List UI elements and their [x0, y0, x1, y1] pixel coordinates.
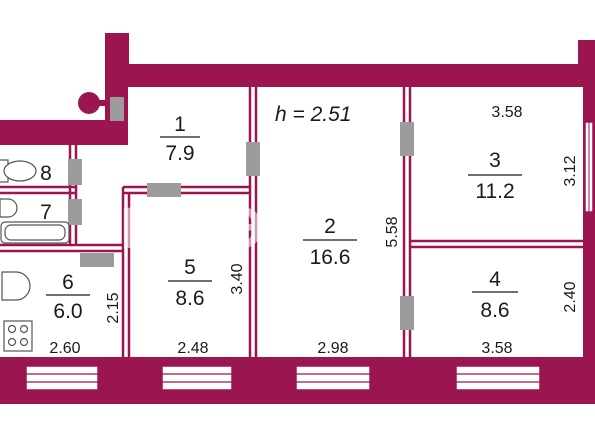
dimension-room4-side: 2.40	[562, 281, 579, 312]
window	[455, 365, 541, 391]
room-8-number: 8	[40, 162, 52, 185]
door-markers	[68, 97, 414, 330]
wall-right-stub	[578, 40, 595, 87]
dimension-bottom-room5: 2.48	[177, 340, 208, 357]
room-7-number: 7	[40, 201, 52, 224]
riser-pipe-link	[98, 100, 108, 106]
room-area: 11.2	[475, 180, 514, 203]
wall-top	[105, 64, 595, 87]
room-6-label: 6 6.0	[46, 271, 90, 323]
window	[161, 365, 233, 391]
dimension-room6-side: 2.15	[105, 292, 122, 323]
door-marker	[110, 97, 124, 121]
partitions	[0, 87, 583, 357]
dimension-room3-top: 3.58	[491, 104, 522, 121]
riser-pipe-icon	[78, 92, 100, 114]
window	[295, 365, 371, 391]
bottom-windows	[25, 365, 541, 391]
door-marker	[80, 253, 114, 267]
room-4-label: 4 8.6	[472, 268, 518, 322]
door-marker	[68, 199, 82, 225]
room-number: 4	[489, 268, 501, 291]
kitchen-sink-icon	[1, 271, 31, 301]
door-marker	[68, 159, 82, 185]
room-5-label: 5 8.6	[168, 256, 212, 310]
room-area: 8.6	[175, 287, 204, 310]
window	[25, 365, 99, 391]
dimension-bottom-room4: 3.58	[481, 340, 512, 357]
room-2-label: 2 16.6	[303, 215, 357, 269]
room-number: 3	[489, 149, 501, 172]
door-marker	[246, 142, 260, 176]
dimension-room5-side: 3.40	[229, 263, 246, 294]
fixtures	[0, 159, 70, 352]
stove-icon	[3, 320, 33, 352]
walls	[0, 33, 595, 404]
watermark: МИЭЛЬ	[120, 196, 361, 261]
room-area: 6.0	[53, 300, 82, 323]
dimension-bottom-room6: 2.60	[49, 340, 80, 357]
room-1-label: 1 7.9	[160, 113, 200, 165]
door-marker	[147, 183, 181, 197]
dimension-room3-side: 3.12	[562, 155, 579, 186]
wall-left-block	[0, 120, 128, 145]
bathtub-icon	[0, 221, 70, 244]
room-number: 6	[62, 271, 74, 294]
dimension-room2-side: 5.58	[384, 216, 401, 247]
room-3-label: 3 11.2	[468, 149, 522, 203]
door-marker	[400, 296, 414, 330]
room-number: 1	[174, 113, 186, 136]
room-number: 2	[324, 215, 336, 238]
toilet-icon	[0, 159, 37, 183]
dimension-bottom-room2: 2.98	[317, 340, 348, 357]
ceiling-height: h = 2.51	[275, 103, 351, 126]
room-number: 5	[184, 256, 196, 279]
door-marker	[400, 122, 414, 156]
room-area: 8.6	[480, 299, 509, 322]
wall-column	[105, 33, 129, 87]
room-area: 7.9	[165, 142, 194, 165]
dimensions: 3.58 3.12 5.58 2.40 3.40 2.15 2.60 2.48 …	[49, 104, 579, 357]
room-area: 16.6	[310, 246, 351, 269]
sink-icon	[0, 198, 18, 218]
